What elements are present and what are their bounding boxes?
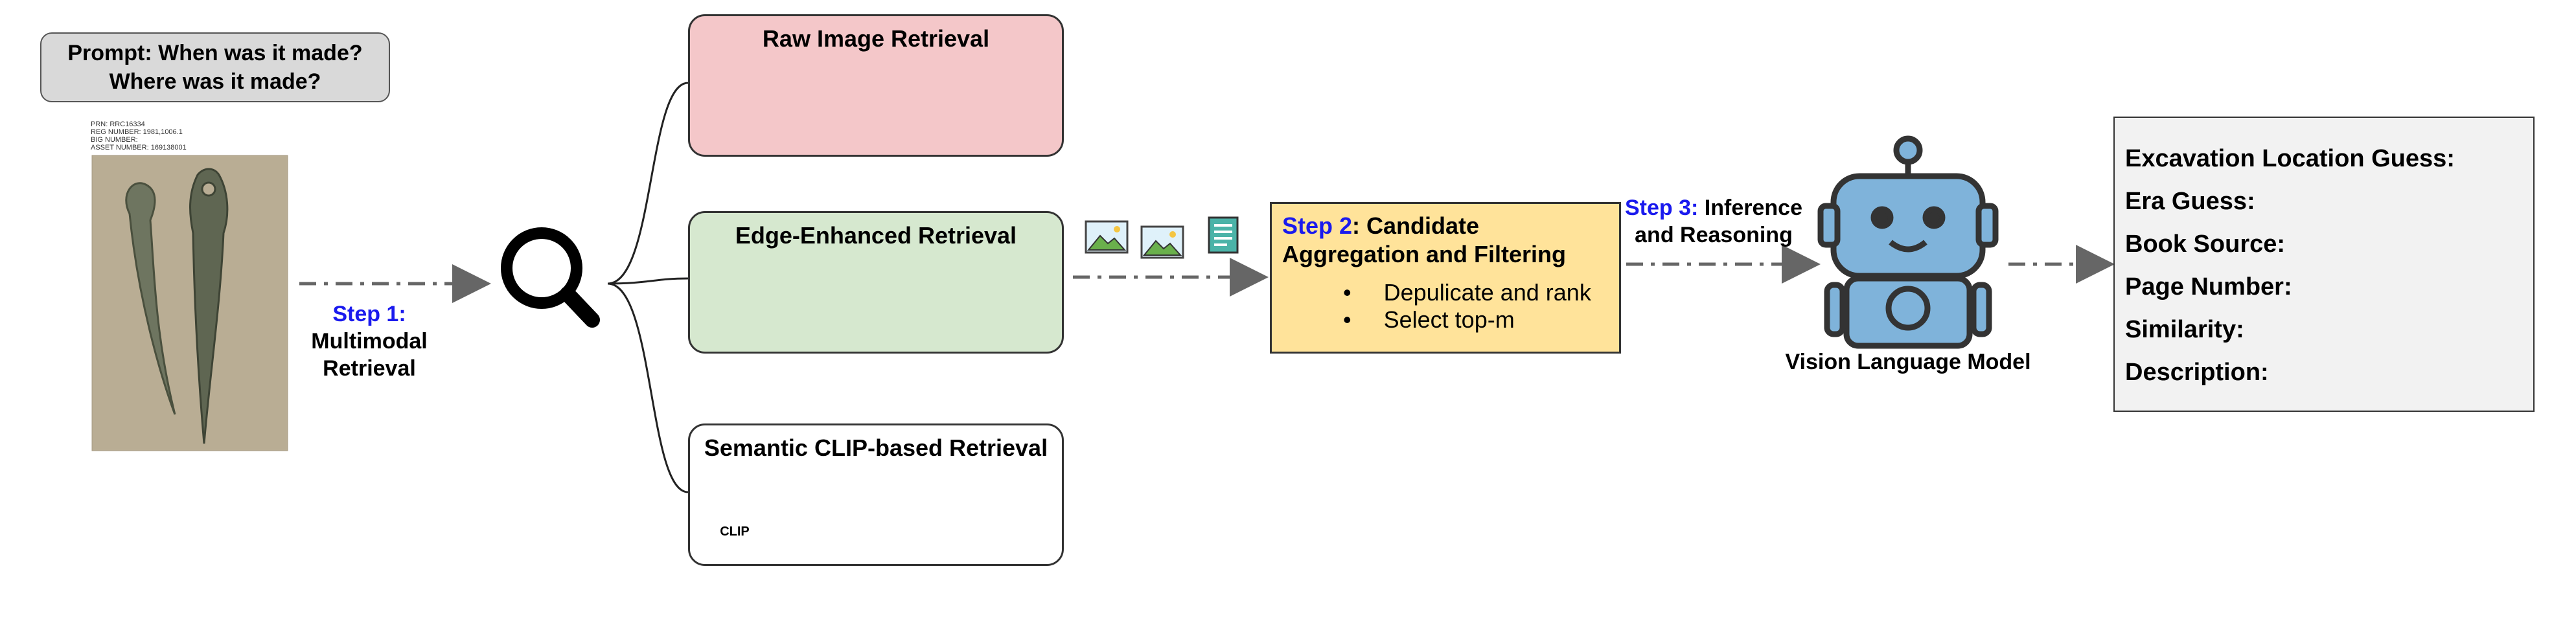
answer-field-location: Excavation Location Guess: xyxy=(2125,145,2455,172)
step1-line2: Retrieval xyxy=(323,356,416,381)
step1-line1: Multimodal xyxy=(311,329,428,354)
artifact-photo xyxy=(91,155,288,451)
answer-field-similarity: Similarity: xyxy=(2125,316,2244,343)
step2-step: Step 2 xyxy=(1282,212,1353,239)
step2-title: Step 2: Candidate Aggregation and Filter… xyxy=(1282,212,1566,269)
step2-bullet-2-text: Select top-m xyxy=(1383,306,1515,333)
prompt-line-1: Prompt: When was it made? xyxy=(67,41,363,65)
panel-clip-retrieval: Semantic CLIP-based Retrieval xyxy=(688,423,1064,566)
step2-bullets: • Depulicate and rank • Select top-m xyxy=(1343,279,1591,333)
step3-title1: Inference xyxy=(1698,196,1802,220)
robot-icon xyxy=(1817,135,1999,349)
vlm-label: Vision Language Model xyxy=(1785,350,2031,374)
step3-title2: and Reasoning xyxy=(1635,223,1793,247)
prompt-box: Prompt: When was it made? Where was it m… xyxy=(40,32,390,102)
artifact-meta-2: BIG NUMBER: xyxy=(91,136,138,144)
search-icon xyxy=(501,227,600,328)
answer-field-page: Page Number: xyxy=(2125,273,2292,300)
step2-box: Step 2: Candidate Aggregation and Filter… xyxy=(1270,202,1621,354)
answer-field-book: Book Source: xyxy=(2125,231,2286,258)
step3-step: Step 3: xyxy=(1625,196,1699,220)
branch-lines xyxy=(607,82,689,493)
artifact-meta-0: PRN: RRC16334 xyxy=(91,120,145,128)
candidate-icons xyxy=(1085,216,1239,259)
artifact-meta-1: REG NUMBER: 1981,1006.1 xyxy=(91,128,183,136)
panel-edge-retrieval: Edge-Enhanced Retrieval xyxy=(688,211,1064,354)
panel-edge-title: Edge-Enhanced Retrieval xyxy=(735,222,1017,249)
panel-raw-title: Raw Image Retrieval xyxy=(762,25,990,52)
step1-label: Step 1: Multimodal Retrieval xyxy=(305,300,434,382)
panel-clip-title: Semantic CLIP-based Retrieval xyxy=(704,435,1048,461)
step1-step: Step 1: xyxy=(332,302,406,326)
step2-bullet-1-text: Depulicate and rank xyxy=(1383,279,1591,306)
answer-field-description: Description: xyxy=(2125,359,2269,386)
step2-bullet-2: • Select top-m xyxy=(1343,306,1515,333)
clip-icon-text: CLIP xyxy=(720,525,750,539)
prompt-line-2: Where was it made? xyxy=(109,69,321,94)
panel-raw-retrieval: Raw Image Retrieval xyxy=(688,14,1064,157)
answer-field-era: Era Guess: xyxy=(2125,188,2255,215)
step2-bullet-1: • Depulicate and rank xyxy=(1343,279,1591,306)
answer-box: Excavation Location Guess: Era Guess: Bo… xyxy=(2113,117,2535,412)
artifact-meta-3: ASSET NUMBER: 169138001 xyxy=(91,144,187,152)
step2-title1: : Candidate xyxy=(1352,212,1480,239)
step2-title2: Aggregation and Filtering xyxy=(1282,241,1566,267)
step3-label: Step 3: Inference and Reasoning xyxy=(1620,194,1808,249)
